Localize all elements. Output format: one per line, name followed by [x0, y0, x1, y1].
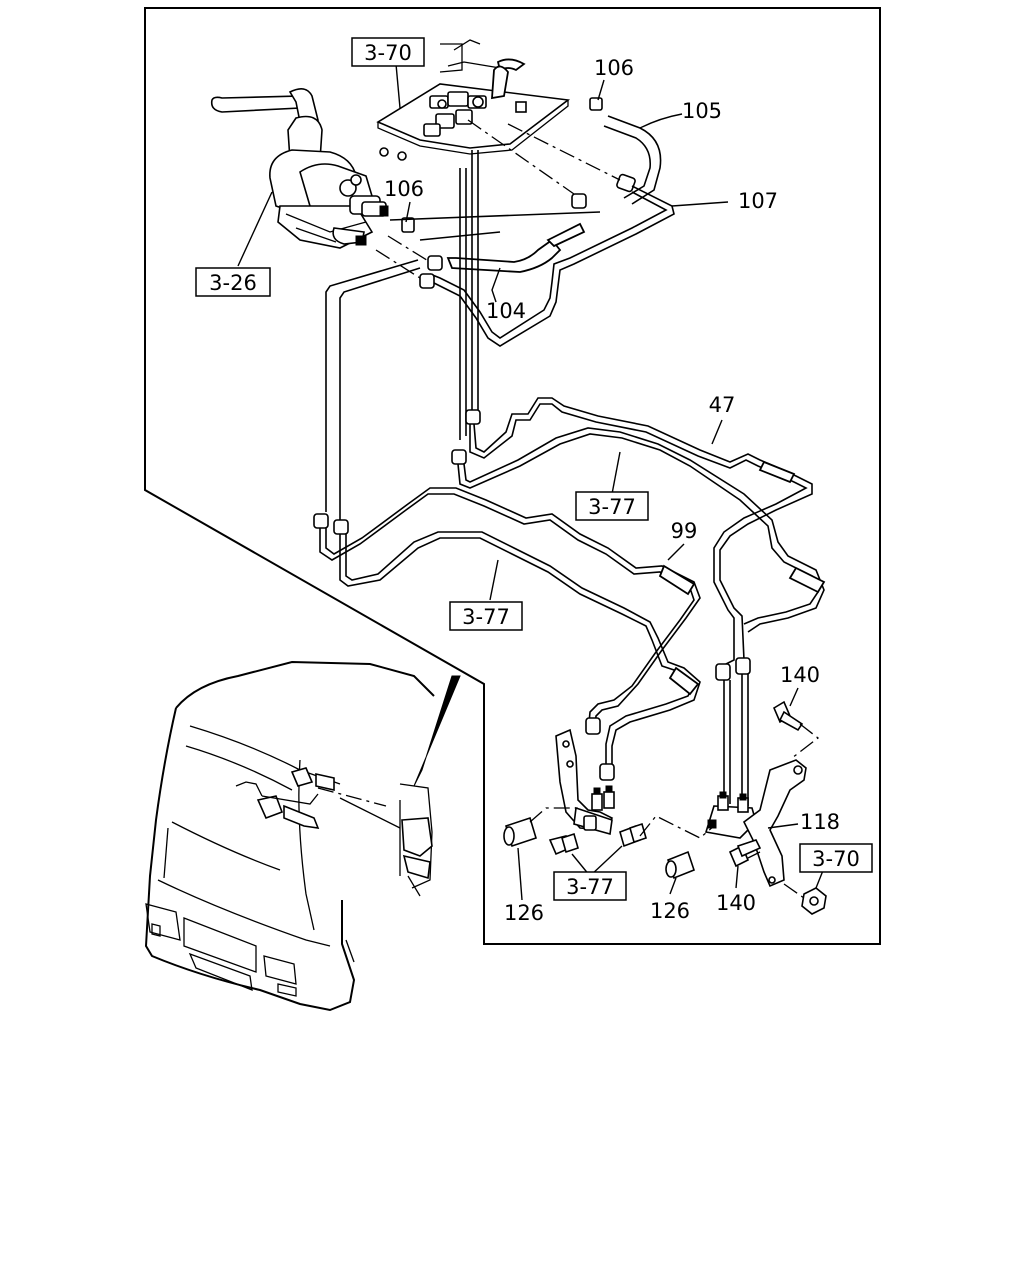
- reference-label: 3-77: [588, 495, 636, 519]
- reference-box-3-26: 3-26: [195, 267, 271, 297]
- part-number-99: 99: [671, 519, 698, 543]
- part-number-47: 47: [709, 393, 736, 417]
- truck-cab-illustration: [144, 660, 461, 1012]
- reference-label: 3-26: [209, 271, 257, 295]
- valve-plate-assembly: [376, 39, 571, 161]
- part-number-104: 104: [486, 299, 526, 323]
- part-number-118: 118: [800, 810, 840, 834]
- reference-box-3-70-bottom: 3-70: [799, 843, 873, 873]
- part-number-106: 106: [594, 56, 634, 80]
- leader-lines: [237, 63, 825, 901]
- upper-piping: [325, 97, 675, 520]
- reference-label: 3-77: [462, 605, 510, 629]
- lower-hardware: [503, 700, 827, 915]
- reference-box-3-70-top: 3-70: [351, 37, 425, 67]
- reference-label: 3-70: [812, 847, 860, 871]
- reference-label: 3-70: [364, 41, 412, 65]
- part-number-105: 105: [682, 99, 722, 123]
- middle-piping: [451, 397, 826, 806]
- reference-label: 3-77: [566, 875, 614, 899]
- reference-box-3-77-upper: 3-77: [575, 491, 649, 521]
- part-number-140: 140: [716, 891, 756, 915]
- shift-lever-assembly: [210, 88, 389, 249]
- reference-box-3-77-mid: 3-77: [449, 601, 523, 631]
- part-number-126: 126: [504, 901, 544, 925]
- part-number-126: 126: [650, 899, 690, 923]
- diagram-frame: [144, 7, 881, 945]
- reference-box-3-77-bottom: 3-77: [553, 871, 627, 901]
- lower-piping: [313, 487, 701, 781]
- part-number-140: 140: [780, 663, 820, 687]
- part-number-107: 107: [738, 189, 778, 213]
- part-number-106: 106: [384, 177, 424, 201]
